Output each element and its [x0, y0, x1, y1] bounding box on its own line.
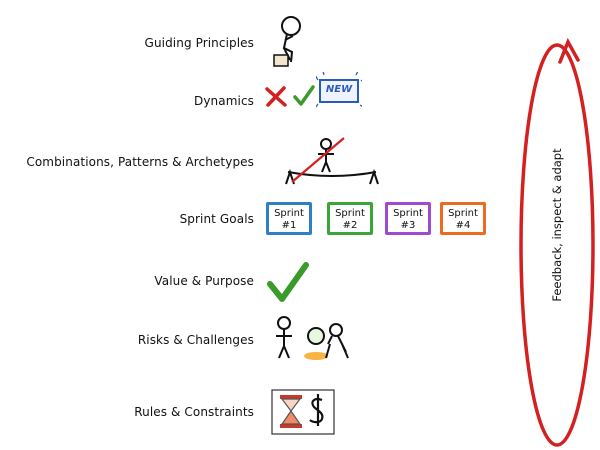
cross-icon [265, 86, 287, 107]
sprint-3-number: #3 [400, 220, 416, 231]
label-rules-constraints: Rules & Constraints [134, 405, 254, 419]
sprint-1-number: #1 [281, 220, 297, 231]
figures-bomb-icon [276, 316, 349, 360]
label-risks-challenges: Risks & Challenges [137, 333, 254, 347]
label-value-purpose: Value & Purpose [154, 274, 254, 288]
feedback-label: Feedback, inspect & adapt [550, 148, 564, 302]
sprint-2-title: Sprint [335, 208, 365, 219]
check-small-icon [293, 85, 315, 106]
sprint-1-title: Sprint [274, 208, 304, 219]
label-combinations-patterns-archetypes: Combinations, Patterns & Archetypes [26, 155, 254, 169]
sprint-box-3: Sprint #3 [385, 202, 431, 235]
checkmark-icon [267, 262, 309, 302]
label-sprint-goals: Sprint Goals [179, 212, 254, 226]
balance-figure-icon [285, 137, 379, 185]
new-badge-icon [316, 72, 362, 108]
label-guiding-principles: Guiding Principles [144, 36, 254, 50]
sprint-4-title: Sprint [448, 208, 478, 219]
sprint-box-2: Sprint #2 [327, 202, 373, 235]
sprint-box-4: Sprint #4 [440, 202, 486, 235]
sprint-2-number: #2 [342, 220, 358, 231]
sprint-4-number: #4 [455, 220, 471, 231]
label-dynamics: Dynamics [194, 94, 254, 108]
sprint-3-title: Sprint [393, 208, 423, 219]
hourglass-dollar-icon [271, 389, 335, 435]
sprint-box-1: Sprint #1 [266, 202, 312, 235]
thinker-figure-icon [273, 16, 301, 67]
new-badge-text: NEW [325, 84, 353, 95]
